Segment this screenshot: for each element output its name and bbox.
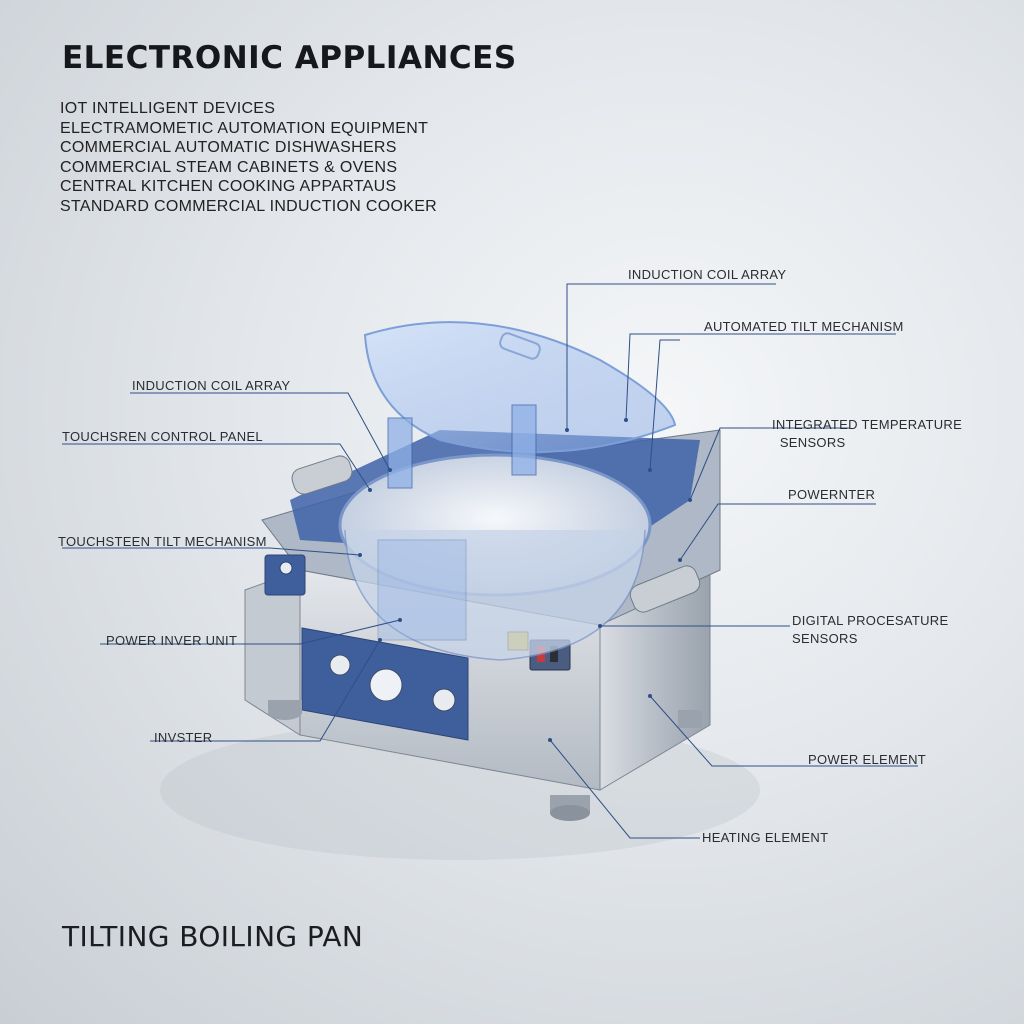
category-item: CENTRAL KITCHEN COOKING APPARTAUS xyxy=(60,178,397,196)
leader-left-5 xyxy=(150,639,381,742)
category-item: COMMERCIAL STEAM CABINETS & OVENS xyxy=(60,158,398,176)
category-item: STANDARD COMMERCIAL INDUCTION COOKER xyxy=(60,197,438,215)
leader-left-4 xyxy=(100,619,401,645)
callout-right-heating-element: HEATING ELEMENT xyxy=(702,830,829,845)
page-title: ELECTRONIC APPLIANCES xyxy=(62,40,517,76)
callout-left-touchscreen-tilt-mechanism: TOUCHSTEEN TILT MECHANISM xyxy=(58,534,267,549)
switch-dark xyxy=(550,646,558,662)
side-dial xyxy=(279,561,293,575)
leader-right-1 xyxy=(566,283,776,430)
leader-left-2 xyxy=(62,443,371,491)
callout-right-induction-coil-array: INDUCTION COIL ARRAY xyxy=(628,267,787,282)
knob-left xyxy=(329,654,351,676)
product-title: TILTING BOILING PAN xyxy=(62,920,364,953)
side-display xyxy=(264,554,306,596)
category-item: ELECTRAMOMETIC AUTOMATION EQUIPMENT xyxy=(60,119,429,137)
lid-handle xyxy=(499,332,541,360)
handle-left xyxy=(291,455,353,495)
callout-right-power-element: POWER ELEMENT xyxy=(808,752,927,767)
leader-right-3 xyxy=(649,339,680,471)
handle-right xyxy=(629,565,701,613)
callout-left-inverter: INVSTER xyxy=(154,730,213,745)
lid xyxy=(363,321,677,453)
category-item: IOT INTELLIGENT DEVICES xyxy=(60,100,276,117)
tilt-bracket-right xyxy=(511,404,537,476)
leader-left-3 xyxy=(62,547,361,556)
foot-front-right xyxy=(550,805,590,821)
knob-right xyxy=(432,688,456,712)
callout-right-power-inverter: POWERNTER xyxy=(788,487,876,502)
leader-right-8 xyxy=(549,739,700,839)
internal-mechanism xyxy=(377,539,467,641)
callout-right-integrated-temperature-sensors: INTEGRATED TEMPERATURE SENSORS xyxy=(772,417,963,450)
leader-left-1 xyxy=(130,392,391,471)
leader-dots xyxy=(358,418,692,742)
category-list: IOT INTELLIGENT DEVICES ELECTRAMOMETIC A… xyxy=(60,99,437,217)
callout-left-touchscreen-control-panel: TOUCHSREN CONTROL PANEL xyxy=(62,429,263,444)
callout-left-induction-coil-array: INDUCTION COIL ARRAY xyxy=(132,378,291,393)
foot-back-right-post xyxy=(678,710,702,728)
foot-front-left-post xyxy=(268,700,302,714)
leader-lines xyxy=(62,283,918,839)
callout-right-digital-pressure-sensors: DIGITAL PROCESATURE SENSORS xyxy=(792,613,949,646)
callout-right-automated-tilt-mechanism: AUTOMATED TILT MECHANISM xyxy=(704,319,904,334)
category-item: COMMERCIAL AUTOMATIC DISHWASHERS xyxy=(60,139,397,157)
callout-left-power-inverter-unit: POWER INVER UNIT xyxy=(106,633,238,648)
tilt-bracket-left xyxy=(387,417,413,489)
bowl-body xyxy=(344,529,646,661)
leader-right-4 xyxy=(689,427,850,501)
leader-right-7 xyxy=(649,695,918,767)
leader-right-2 xyxy=(625,333,896,421)
leader-right-5 xyxy=(679,503,876,561)
knob-center xyxy=(369,668,403,702)
